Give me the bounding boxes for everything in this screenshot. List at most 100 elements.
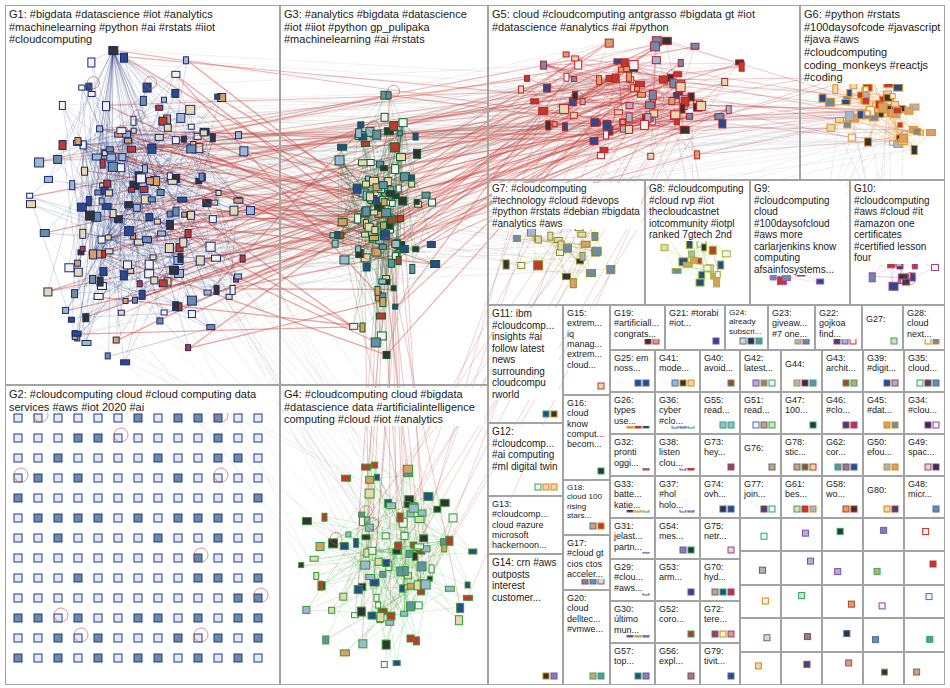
vertex: [151, 277, 158, 284]
vertex-edge: [112, 50, 125, 135]
vertex: [157, 318, 163, 324]
vertex: [210, 134, 215, 142]
vertex-edge: [306, 514, 410, 610]
vertex-edge: [109, 135, 125, 194]
vertex: [722, 79, 728, 86]
vertex: [363, 263, 370, 271]
vertex-edge: [63, 105, 140, 177]
vertex-edge: [617, 62, 683, 107]
vertex-edge: [339, 159, 417, 250]
vertex: [128, 146, 136, 152]
vertex: [695, 151, 700, 159]
vertex: [167, 211, 172, 217]
vertex: [350, 323, 358, 329]
vertex: [172, 137, 179, 144]
vertex-edge: [549, 45, 654, 124]
inter-group-edge: [431, 71, 622, 580]
vertex: [204, 290, 211, 295]
vertex: [200, 130, 207, 136]
vertex: [358, 122, 364, 128]
vertex: [410, 264, 415, 273]
vertex-edge: [190, 148, 243, 258]
vertex: [926, 130, 935, 136]
vertex: [380, 298, 386, 307]
vertex: [381, 199, 387, 206]
vertex: [188, 311, 195, 318]
vertex-edge: [341, 95, 384, 148]
vertex-edge: [125, 135, 237, 202]
vertex: [146, 178, 153, 185]
vertex: [105, 249, 113, 254]
vertex: [86, 197, 91, 206]
inter-group-edge: [101, 116, 873, 286]
vertex-edge: [93, 75, 175, 254]
vertex-edge: [63, 144, 78, 272]
vertex: [82, 340, 91, 345]
vertex-edge: [230, 202, 238, 298]
vertex: [214, 285, 219, 294]
vertex: [230, 285, 235, 294]
vertex-edge: [344, 583, 421, 653]
vertex-edge: [93, 87, 147, 254]
vertex: [396, 256, 401, 264]
vertex-edge: [651, 123, 722, 156]
vertex: [518, 86, 523, 93]
vertex: [148, 197, 155, 202]
vertex-edge: [365, 122, 403, 257]
inter-group-edge: [81, 253, 362, 643]
vertex: [80, 229, 86, 238]
vertex: [81, 167, 87, 175]
vertex: [564, 73, 569, 81]
vertex: [133, 204, 140, 211]
inter-group-edge: [104, 60, 656, 271]
vertex-edge: [544, 65, 648, 118]
vertex-edge: [365, 122, 402, 145]
vertex: [572, 56, 579, 61]
vertex: [635, 82, 644, 87]
vertex: [386, 190, 395, 196]
vertex-edge: [369, 475, 407, 480]
vertex-edge: [114, 87, 147, 213]
vertex-edge: [84, 101, 165, 145]
vertex: [659, 76, 667, 83]
vertex-edge: [104, 163, 210, 246]
vertex: [562, 123, 567, 131]
vertex: [121, 53, 128, 62]
vertex-edge: [168, 128, 250, 210]
vertex: [371, 210, 378, 215]
vertex: [651, 42, 660, 51]
vertex: [207, 325, 215, 330]
vertex: [121, 360, 130, 365]
vertex-edge: [163, 97, 221, 283]
vertex: [129, 187, 135, 192]
vertex-clusters: [27, 37, 939, 668]
vertex: [397, 131, 402, 136]
vertex-edge: [567, 55, 678, 75]
inter-group-edge: [112, 50, 887, 95]
vertex-edge: [341, 158, 402, 236]
inter-group-edge: [412, 59, 575, 506]
vertex: [216, 190, 221, 195]
vertex-edge: [125, 135, 237, 281]
vertex-edge: [30, 144, 84, 196]
vertex-edge: [690, 63, 739, 116]
inter-group-edge: [698, 141, 868, 154]
vertex-edge: [84, 144, 127, 264]
vertex-edge: [839, 121, 915, 149]
vertex: [625, 125, 632, 133]
vertex: [397, 154, 406, 161]
vertex-edge: [339, 159, 418, 202]
vertex: [575, 60, 582, 69]
vertex: [858, 92, 863, 98]
vertex: [94, 293, 103, 299]
inter-group-edge: [44, 233, 397, 664]
vertex: [739, 62, 744, 71]
vertex: [335, 232, 340, 239]
vertex-edge: [321, 510, 437, 585]
vertex: [75, 260, 81, 266]
inter-group-edge: [98, 297, 405, 615]
vertex-edge: [112, 50, 158, 138]
inter-group-edge: [159, 138, 391, 616]
vertex: [188, 124, 194, 129]
vertex: [539, 107, 548, 114]
